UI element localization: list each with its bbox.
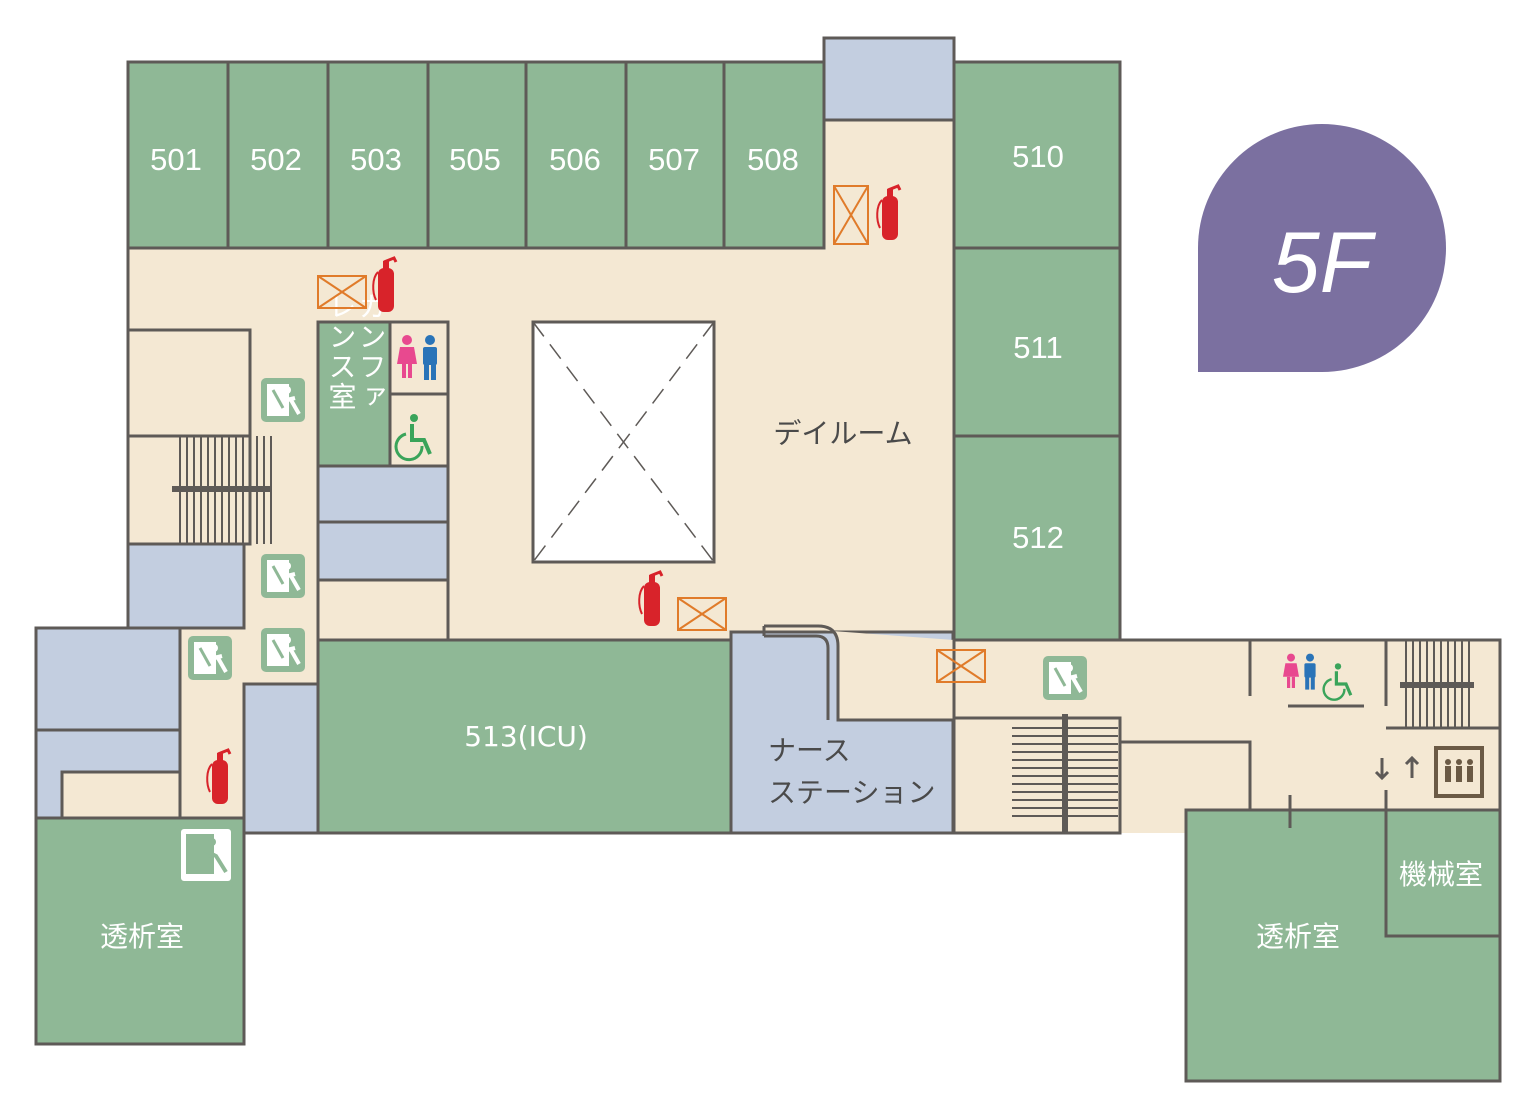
room-505: 505 — [449, 142, 501, 177]
left-wing — [34, 320, 450, 1046]
elevator-icon — [1374, 746, 1484, 798]
room-conference-col2: レンス室 — [325, 292, 358, 412]
floor-badge: 5F — [1198, 124, 1446, 372]
nurse-station-line1: ナース — [768, 734, 851, 767]
room-machine: 機械室 — [1399, 858, 1483, 891]
room-512: 512 — [1012, 520, 1064, 555]
top-room-row — [126, 36, 1122, 642]
room-511: 511 — [1013, 330, 1062, 365]
room-conference-col1: カンファ — [355, 292, 388, 412]
room-510: 510 — [1012, 139, 1064, 174]
room-508: 508 — [747, 142, 799, 177]
right-wing — [1120, 638, 1502, 1083]
room-dialysis-right: 透析室 — [1256, 920, 1340, 953]
room-507: 507 — [648, 142, 700, 177]
nurse-station-line2: ステーション — [768, 776, 935, 809]
room-dialysis-left: 透析室 — [100, 920, 184, 953]
room-502: 502 — [250, 142, 302, 177]
day-room-label: デイルーム — [773, 417, 912, 450]
room-503: 503 — [350, 142, 402, 177]
bottom-middle — [316, 624, 1122, 835]
room-513-icu: 513(ICU) — [464, 720, 588, 753]
room-506: 506 — [549, 142, 601, 177]
room-501: 501 — [150, 142, 202, 177]
floor-label: 5F — [1272, 215, 1377, 311]
emergency-exit-icon — [175, 376, 1089, 887]
atrium-void — [531, 320, 716, 564]
